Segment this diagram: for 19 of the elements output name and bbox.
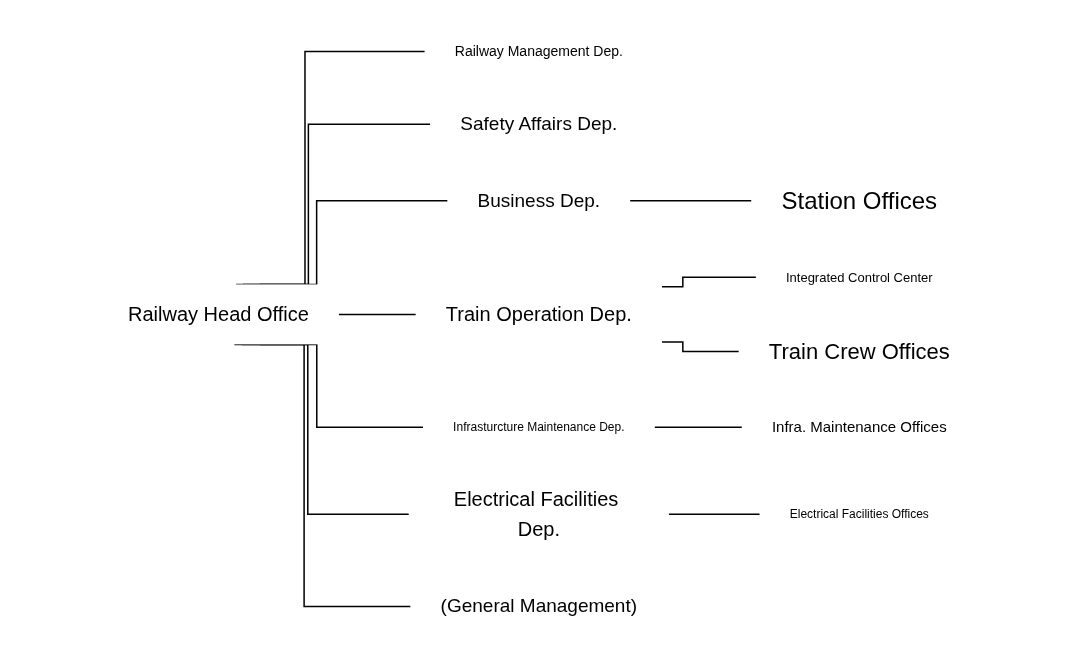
node-text: Safety Affairs Dep.: [460, 113, 618, 135]
node-text: Business Dep.: [477, 189, 601, 211]
connector: [668, 513, 761, 516]
node-text: Railway Management Dep.: [454, 43, 623, 60]
connector: [661, 276, 757, 288]
connector: [629, 200, 753, 202]
node-text: Electrical Facilities Dep.: [453, 488, 619, 541]
node-text: Train Operation Dep.: [445, 303, 632, 326]
node-text: (General Management): [440, 595, 638, 617]
node-text: Integrated Control Center: [786, 269, 933, 285]
node-text: Electrical Facilities Offices: [789, 507, 929, 522]
connector: [653, 426, 743, 429]
connector: [661, 341, 740, 353]
node-text: Station Offices: [781, 186, 938, 214]
node-text: Infrasturcture Maintenance Dep.: [453, 420, 625, 435]
connector: [338, 313, 417, 316]
connector: [233, 343, 412, 608]
node-text: Infra. Maintenance Offices: [771, 418, 947, 436]
node-text: Train Crew Offices: [768, 339, 950, 365]
